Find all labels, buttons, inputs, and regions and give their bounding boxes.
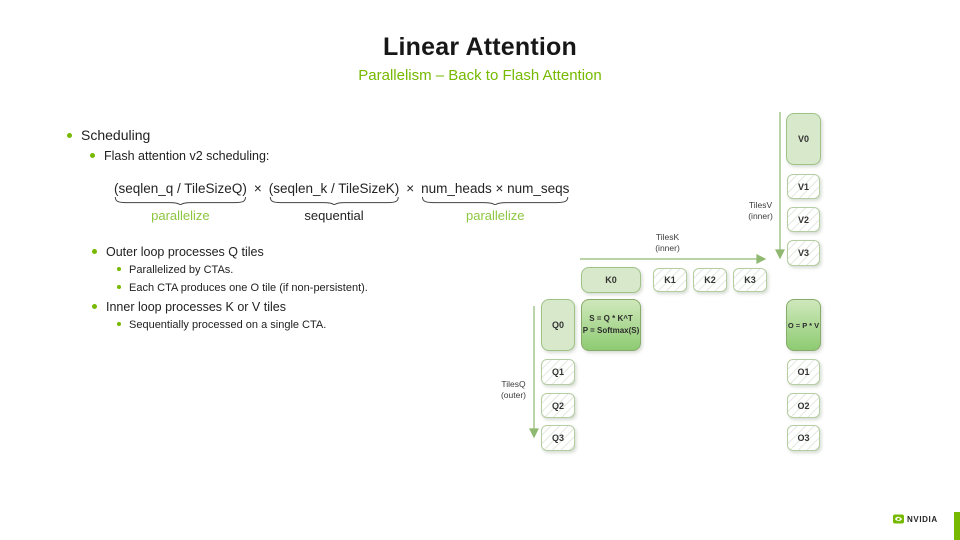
tile-v2: V2: [787, 207, 820, 232]
tile-o-output: O = P * V: [786, 299, 821, 351]
tile-v0: V0: [786, 113, 821, 165]
bullet-each-cta-label: Each CTA produces one O tile (if non-per…: [129, 282, 368, 294]
label-tilesq-line2: (outer): [500, 390, 527, 401]
tile-o1: O1: [787, 359, 820, 385]
label-tilesk-line1: TilesK: [655, 232, 680, 242]
tile-q2: Q2: [541, 393, 575, 418]
formula-text: (seqlen_q / TileSizeQ): [114, 181, 247, 196]
bullet-outer-loop-label: Outer loop processes Q tiles: [106, 245, 264, 259]
bullet-inner-loop: Inner loop processes K or V tiles: [92, 300, 286, 314]
scheduling-formula: (seqlen_q / TileSizeQ) parallelize × (se…: [114, 181, 569, 223]
label-tilesk: TilesK (inner): [645, 232, 690, 254]
times-sign: ×: [406, 181, 415, 196]
nvidia-eye-icon: [893, 514, 904, 524]
bullet-dot-icon: [90, 153, 95, 159]
bullet-outer-loop: Outer loop processes Q tiles: [92, 245, 264, 259]
label-tilesq: TilesQ (outer): [491, 379, 536, 401]
nvidia-logo: NVIDIA: [893, 514, 938, 524]
formula-label-parallelize: parallelize: [151, 208, 210, 223]
bullet-parallelized-ctas: Parallelized by CTAs.: [117, 264, 233, 276]
tile-k3: K3: [733, 268, 767, 292]
bullet-inner-loop-label: Inner loop processes K or V tiles: [106, 300, 286, 314]
bullet-dot-icon: [117, 322, 121, 327]
tile-k0: K0: [581, 267, 641, 293]
tile-o3: O3: [787, 425, 820, 451]
tile-q1: Q1: [541, 359, 575, 385]
tile-q3: Q3: [541, 425, 575, 451]
slide-header: Linear Attention Parallelism – Back to F…: [0, 33, 960, 84]
tile-v3: V3: [787, 240, 820, 266]
underbrace-icon: [114, 197, 247, 205]
bullet-sequential-cta-label: Sequentially processed on a single CTA.: [129, 319, 327, 331]
formula-group-seqlen-k: (seqlen_k / TileSizeK) sequential: [269, 181, 400, 223]
formula-label-parallelize: parallelize: [466, 208, 525, 223]
label-tilesv: TilesV (inner): [738, 200, 783, 222]
s-tile-text: S = Q * K^T P = Softmax(S): [583, 313, 640, 336]
bullet-dot-icon: [117, 285, 121, 290]
underbrace-icon: [421, 197, 569, 205]
tile-k2: K2: [693, 268, 727, 292]
bullet-flash-v2: Flash attention v2 scheduling:: [90, 149, 269, 163]
tile-o2: O2: [787, 393, 820, 418]
nvidia-wordmark: NVIDIA: [907, 514, 938, 524]
formula-group-heads-seqs: num_heads × num_seqs parallelize: [421, 181, 569, 223]
bullet-dot-icon: [117, 267, 121, 272]
bullet-each-cta: Each CTA produces one O tile (if non-per…: [117, 282, 368, 294]
bullet-parallelized-ctas-label: Parallelized by CTAs.: [129, 264, 234, 276]
bullet-sequential-cta: Sequentially processed on a single CTA.: [117, 319, 326, 331]
s-tile-line1: S = Q * K^T: [589, 314, 633, 324]
bullet-flash-v2-label: Flash attention v2 scheduling:: [104, 149, 270, 163]
underbrace-icon: [269, 197, 400, 205]
bullet-scheduling-label: Scheduling: [81, 127, 151, 143]
bullet-dot-icon: [92, 249, 97, 255]
tile-v1: V1: [787, 174, 820, 199]
label-tilesv-line1: TilesV: [748, 200, 773, 210]
bullet-dot-icon: [67, 132, 72, 138]
formula-group-seqlen-q: (seqlen_q / TileSizeQ) parallelize: [114, 181, 247, 223]
bullet-dot-icon: [92, 304, 97, 310]
slide-edge-accent-bar: [954, 512, 960, 540]
formula-text: (seqlen_k / TileSizeK): [268, 181, 400, 196]
s-tile-line2: P = Softmax(S): [582, 326, 640, 335]
times-sign: ×: [253, 181, 262, 196]
formula-label-sequential: sequential: [304, 208, 364, 223]
page-title: Linear Attention: [383, 33, 577, 61]
tile-k1: K1: [653, 268, 687, 292]
page-subtitle: Parallelism – Back to Flash Attention: [358, 67, 602, 84]
tile-q0: Q0: [541, 299, 575, 351]
bullet-scheduling: Scheduling: [67, 127, 150, 143]
label-tilesk-line2: (inner): [655, 243, 680, 254]
formula-text: num_heads × num_seqs: [421, 181, 570, 196]
label-tilesq-line1: TilesQ: [501, 379, 526, 389]
label-tilesv-line2: (inner): [748, 211, 773, 222]
tile-s-softmax: S = Q * K^T P = Softmax(S): [581, 299, 641, 351]
